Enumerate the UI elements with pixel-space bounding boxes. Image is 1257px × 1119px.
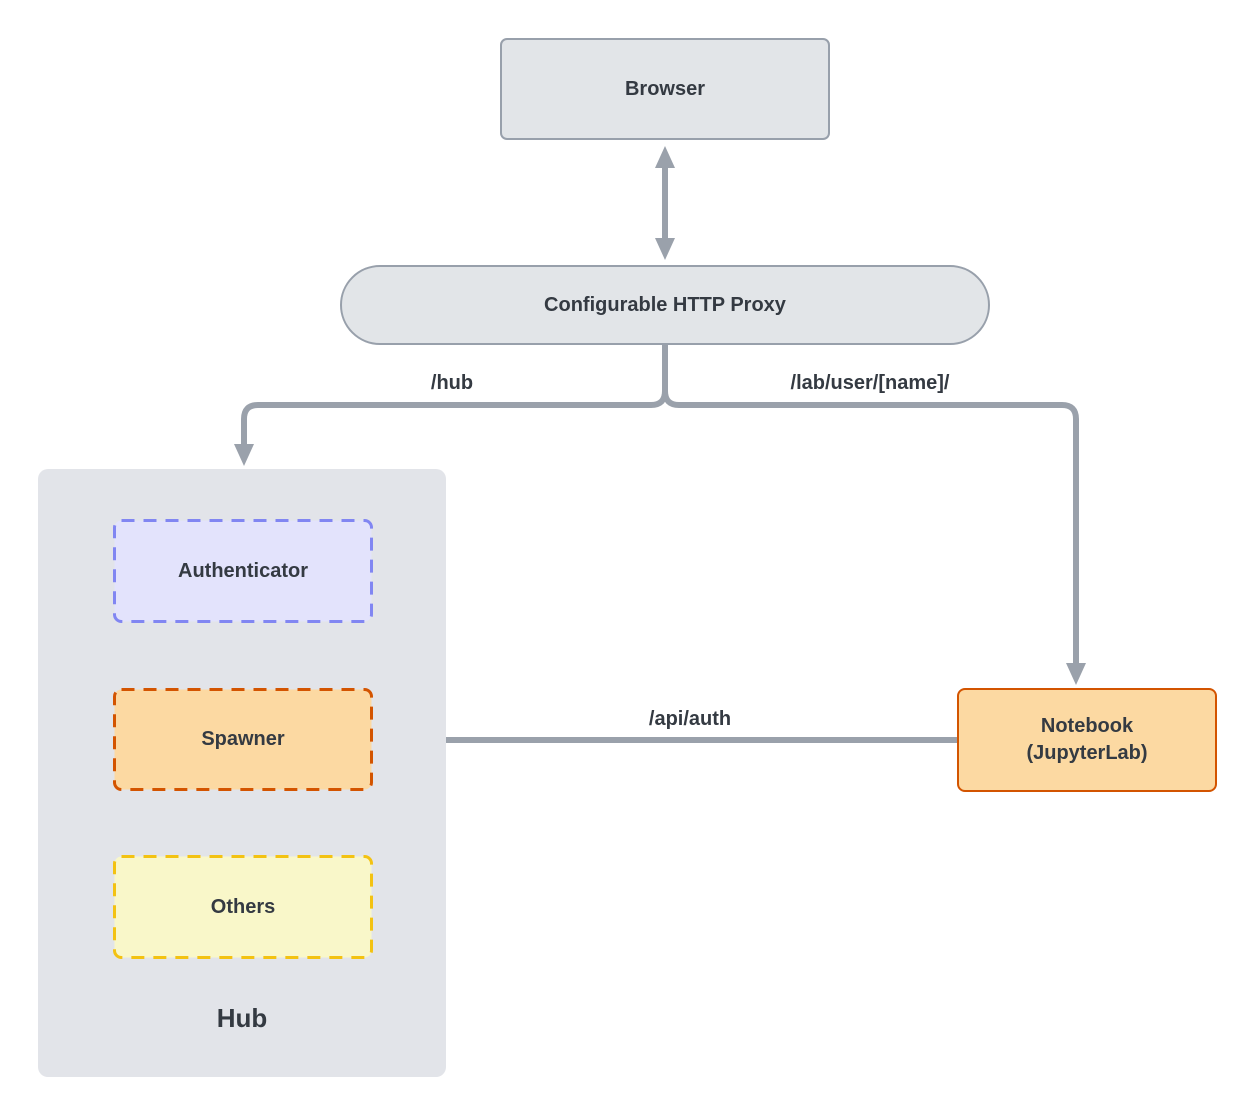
edge-label-hub: /hub [430,372,474,394]
spawner-dashed-border [113,688,373,791]
spawner-node: Spawner [113,688,373,791]
proxy-node: Configurable HTTP Proxy [340,265,990,345]
spawner-label: Spawner [201,728,285,750]
hub-label: Hub [216,1003,268,1033]
authenticator-node: Authenticator [113,519,373,623]
others-label: Others [210,895,276,918]
edge-label-api-auth: /api/auth [648,708,732,730]
notebook-label: Notebook [1040,715,1134,737]
proxy-label: Configurable HTTP Proxy [544,293,786,316]
authenticator-dashed-border [113,519,373,623]
notebook-node: Notebook (JupyterLab) [957,688,1217,792]
arrow-proxy-hub [234,345,668,466]
browser-node: Browser [500,38,830,140]
others-dashed-border [113,855,373,959]
edge-label-lab-user: /lab/user/[name]/ [790,372,950,394]
authenticator-label: Authenticator [178,559,308,582]
others-node: Others [113,855,373,959]
notebook-sublabel: (JupyterLab) [1026,742,1148,764]
browser-label: Browser [624,77,706,100]
